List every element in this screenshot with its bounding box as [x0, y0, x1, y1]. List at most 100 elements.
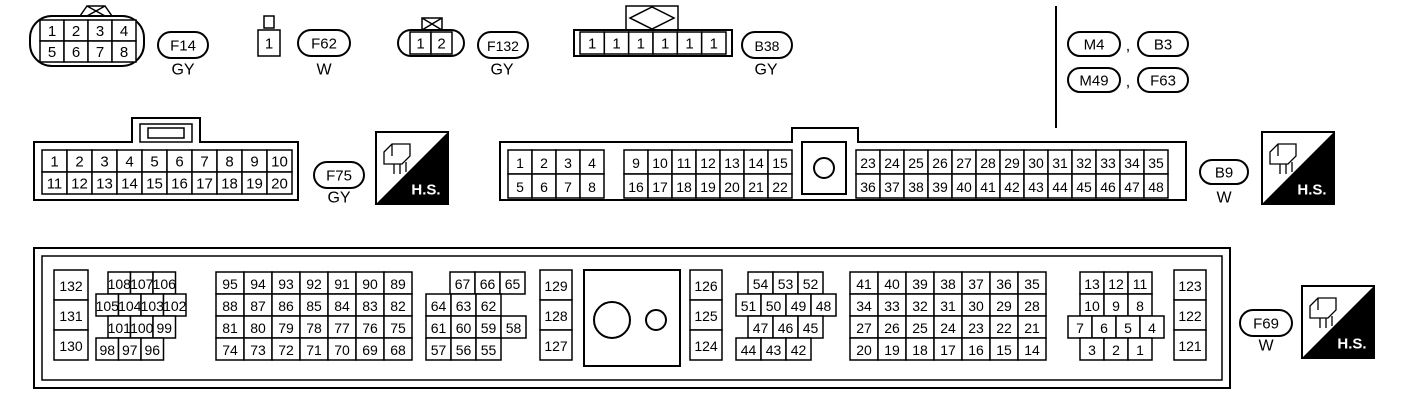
connector-pin [499, 271, 526, 295]
pin-label: 39 [912, 276, 928, 292]
pin-label: 20 [856, 342, 872, 358]
wire-color-label: W [1216, 190, 1232, 207]
connector-pin [743, 173, 769, 199]
connector-pin [531, 173, 557, 199]
wire-color-label: GY [327, 190, 350, 207]
harness-side-icon: H.S. [1301, 285, 1375, 359]
connector-lock-inner [147, 127, 185, 139]
harness-side-icon: H.S. [375, 131, 449, 205]
connector-id-F132: F132 [477, 31, 529, 59]
connector-id: F62 [311, 36, 337, 53]
pin-label: 20 [724, 179, 740, 195]
pin-label: 40 [956, 179, 972, 195]
pin-label: 13 [724, 155, 740, 171]
pin-label: 9 [1112, 298, 1120, 314]
pin-label: 67 [455, 276, 471, 292]
pin-label: 99 [156, 320, 172, 336]
pin-label: 126 [694, 278, 718, 294]
pin-label: 96 [144, 342, 160, 358]
center-post [813, 157, 835, 179]
connector-sketch-path [383, 143, 411, 174]
connector-id-B9: B9 [1199, 159, 1249, 185]
pin-label: 33 [884, 298, 900, 314]
pin-label: 11 [1133, 276, 1148, 292]
pin-label: 76 [362, 320, 378, 336]
pin-label: 4 [588, 155, 596, 171]
pin-label: 65 [505, 276, 521, 292]
connector-id-F14: F14 [157, 31, 209, 59]
connector-pin [855, 173, 881, 199]
connector-pin [500, 315, 527, 339]
connector-id-M4: M4 [1067, 31, 1121, 57]
pin-label: 12 [71, 176, 88, 193]
pin-label: 129 [544, 278, 568, 294]
connector-sketch-path [1309, 297, 1337, 328]
hs-label: H.S. [1297, 182, 1326, 199]
pin-label: 8 [588, 179, 596, 195]
connector-id: M4 [1084, 37, 1105, 54]
pin-label: 10 [271, 154, 288, 171]
connector-pin [1173, 329, 1207, 361]
pin-label: 1 [685, 36, 693, 53]
connector-lock [263, 15, 275, 29]
pin-label: 34 [1124, 155, 1140, 171]
connector-pin [266, 171, 293, 195]
pin-label: 24 [884, 155, 900, 171]
connector-pin [539, 269, 573, 301]
pin-label: 79 [278, 320, 294, 336]
connector-pin [975, 173, 1001, 199]
pin-label: 31 [1052, 155, 1068, 171]
connector-pin [695, 149, 721, 175]
pin-label: 22 [772, 179, 788, 195]
connector-id-oval [1067, 31, 1121, 57]
pin-label: 26 [884, 320, 900, 336]
pin-label: 14 [748, 155, 764, 171]
pin-label: 37 [884, 179, 900, 195]
pin-label: 24 [940, 320, 956, 336]
pin-label: 8 [225, 154, 233, 171]
pin-label: 6 [175, 154, 183, 171]
pin-label: 54 [753, 276, 769, 292]
connector-F62: 1 [257, 15, 281, 57]
pin-label: 77 [334, 320, 350, 336]
pin-label: 36 [996, 276, 1012, 292]
pin-label: 32 [1076, 155, 1092, 171]
pin-label: 107 [130, 276, 154, 292]
pin-label: 18 [676, 179, 692, 195]
pin-label: 124 [694, 338, 718, 354]
pin-label: 19 [884, 342, 900, 358]
pin-label: 27 [956, 155, 972, 171]
pin-label: 100 [130, 320, 154, 336]
pin-label: 33 [1100, 155, 1116, 171]
pin-label: 53 [778, 276, 794, 292]
connector-id-B38: B38 [741, 31, 793, 59]
pin-label: 98 [99, 342, 115, 358]
connector-id: F69 [1253, 316, 1279, 333]
connector-id-oval [1199, 159, 1249, 185]
pin-label: 2 [540, 155, 548, 171]
connector-pin [1071, 149, 1097, 175]
pin-label: 2 [72, 23, 80, 40]
wire-color-label: GY [754, 62, 777, 79]
pin-label: 70 [334, 342, 350, 358]
pin-label: 18 [221, 176, 238, 193]
wire-color-label: W [1258, 338, 1274, 355]
pin-label: 75 [390, 320, 406, 336]
pin-label: 83 [362, 298, 378, 314]
connector-id-F69: F69 [1239, 309, 1293, 337]
pin-label: 2 [437, 36, 445, 53]
connector-id-oval [477, 31, 529, 59]
pin-label: 15 [996, 342, 1012, 358]
pin-label: 103 [141, 298, 165, 314]
pin-label: 14 [121, 176, 138, 193]
pin-label: 102 [163, 298, 187, 314]
pin-label: 106 [153, 276, 177, 292]
